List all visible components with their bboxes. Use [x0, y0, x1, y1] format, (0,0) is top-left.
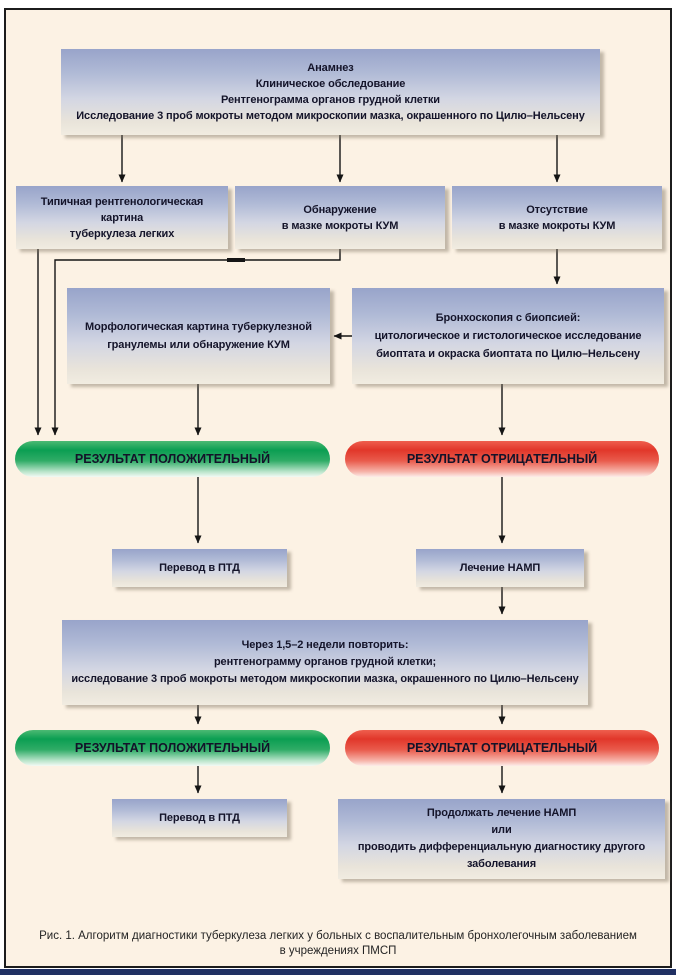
node-anamnesis: Анамнез Клиническое обследование Рентген…	[61, 49, 600, 135]
node-kum-absent: Отсутствие в мазке мокроты КУМ	[452, 186, 662, 249]
node-typical-xray: Типичная рентгенологическая картина тубе…	[16, 186, 228, 249]
node-morphology: Морфологическая картина туберкулезной гр…	[67, 288, 330, 384]
node-continue-namp: Продолжать лечение НАМП или проводить ди…	[338, 799, 665, 879]
pill-result-positive-1: РЕЗУЛЬТАТ ПОЛОЖИТЕЛЬНЫЙ	[15, 441, 330, 477]
pill-result-positive-2: РЕЗУЛЬТАТ ПОЛОЖИТЕЛЬНЫЙ	[15, 730, 330, 766]
arrow-found-to-positive1	[51, 249, 341, 436]
pill-result-negative-1: РЕЗУЛЬТАТ ОТРИЦАТЕЛЬНЫЙ	[345, 441, 659, 477]
node-bronchoscopy: Бронхоскопия с биопсией: цитологическое …	[352, 288, 664, 384]
footer-bar	[0, 969, 676, 975]
connector-dash-mark	[227, 258, 245, 262]
figure-caption: Рис. 1. Алгоритм диагностики туберкулеза…	[39, 930, 637, 957]
node-namp-treatment: Лечение НАМП	[416, 549, 584, 587]
pill-result-negative-2: РЕЗУЛЬТАТ ОТРИЦАТЕЛЬНЫЙ	[345, 730, 659, 766]
node-transfer-ptd-2: Перевод в ПТД	[112, 799, 287, 837]
node-kum-found: Обнаружение в мазке мокроты КУМ	[235, 186, 445, 249]
node-repeat-tests: Через 1,5–2 недели повторить: рентгеногр…	[62, 620, 588, 705]
node-transfer-ptd-1: Перевод в ПТД	[112, 549, 287, 587]
